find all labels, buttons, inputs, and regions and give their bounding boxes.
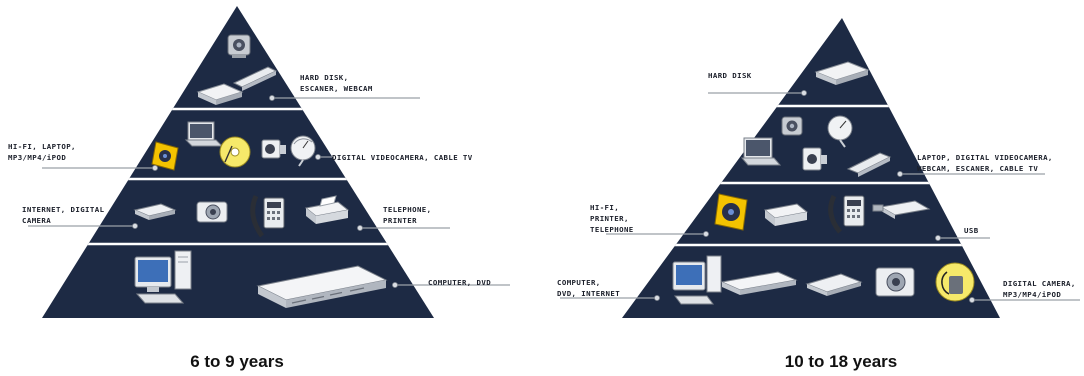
caption-10-to-18-years: 10 to 18 years (785, 352, 897, 371)
mp3-icon (151, 141, 179, 171)
hard-disk-icon (814, 61, 870, 85)
webcam-icon (781, 116, 803, 136)
dvd-player-icon (256, 265, 388, 308)
leader-dot (703, 231, 709, 237)
webcam-icon (227, 34, 251, 58)
label-usb: USB (964, 226, 979, 235)
label-computer-dvd: COMPUTER, DVD (428, 278, 491, 287)
pyramid-right: HARD DISK LAPTOP, DIGITAL VIDEOC (557, 18, 1081, 318)
scanner-icon (846, 152, 892, 177)
leader-dot (935, 235, 941, 241)
telephone-icon (250, 194, 285, 238)
leader-dot (132, 223, 138, 229)
leader-dot (152, 165, 158, 171)
label-telephone-printer: TELEPHONE, PRINTER (383, 205, 436, 225)
leader-dot (654, 295, 660, 301)
videocamera-icon (261, 139, 286, 159)
leader-dot (269, 95, 275, 101)
pyramid-left: HARD DISK, ESCANER, WEBCAM (8, 6, 510, 318)
computer-icon (672, 255, 722, 305)
cd-icon (219, 136, 251, 168)
label-hard-disk-escaner-webcam: HARD DISK, ESCANER, WEBCAM (300, 73, 373, 93)
caption-6-to-9-years: 6 to 9 years (190, 352, 284, 371)
videocamera-icon (802, 147, 827, 171)
label-computer-dvd-internet: COMPUTER, DVD, INTERNET (557, 278, 620, 298)
satellite-dish-icon (827, 115, 853, 148)
cd-icon (714, 193, 748, 231)
computer-icon (134, 250, 192, 304)
laptop-icon (184, 121, 224, 147)
label-internet-digital-camera: INTERNET, DIGITAL CAMERA (22, 205, 109, 225)
leader-dot (897, 171, 903, 177)
digital-camera-icon (196, 201, 228, 223)
label-laptop-videocamera-webcam: LAPTOP, DIGITAL VIDEOCAMERA, WEBCAM, ESC… (917, 153, 1058, 173)
hard-disk-icon (196, 83, 244, 105)
leader-dot (969, 297, 975, 303)
laptop-icon (740, 137, 782, 166)
modem-icon (805, 273, 863, 296)
leader-dot (357, 225, 363, 231)
satellite-dish-icon (290, 135, 316, 167)
label-digital-videocamera-cable-tv: DIGITAL VIDEOCAMERA, CABLE TV (332, 153, 473, 162)
label-hifi-laptop-mp3: HI-FI, LAPTOP, MP3/MP4/iPOD (8, 142, 81, 162)
scanner-icon (232, 66, 278, 91)
dvd-player-icon (720, 271, 798, 295)
printer-icon (304, 195, 350, 224)
label-digital-camera-mp3: DIGITAL CAMERA, MP3/MP4/iPOD (1003, 279, 1081, 299)
printer-icon (763, 203, 809, 226)
mp3-icon (935, 262, 975, 302)
telephone-icon (828, 194, 865, 234)
digital-camera-icon (875, 267, 915, 297)
label-hifi-printer-telephone: HI-FI, PRINTER, TELEPHONE (590, 203, 634, 234)
label-hard-disk: HARD DISK (708, 71, 752, 80)
modem-icon (133, 203, 177, 220)
leader-dot (801, 90, 807, 96)
usb-icon (872, 200, 931, 219)
leader-dot (392, 282, 398, 288)
leader-dot (315, 154, 321, 160)
